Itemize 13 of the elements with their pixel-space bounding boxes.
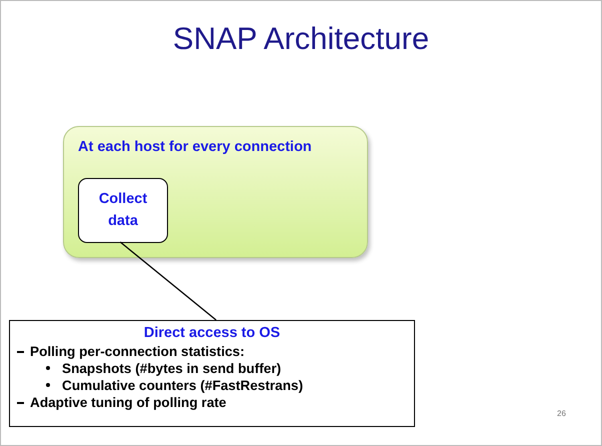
process-box <box>78 178 168 243</box>
list-item: Adaptive tuning of polling rate <box>14 394 410 411</box>
callout-heading: Direct access to OS <box>142 325 282 342</box>
list-item: Snapshots (#bytes in send buffer) <box>14 360 410 377</box>
host-group-box <box>63 126 368 258</box>
page-number: 26 <box>557 409 566 418</box>
group-heading: At each host for every connection <box>78 139 312 155</box>
leader-line <box>120 242 216 320</box>
list-item: Cumulative counters (#FastRestrans) <box>14 377 410 394</box>
slide-title: SNAP Architecture <box>172 21 430 57</box>
process-label: Collect data <box>98 190 148 230</box>
list-item: Polling per-connection statistics: <box>14 343 410 360</box>
callout-box <box>9 320 415 427</box>
